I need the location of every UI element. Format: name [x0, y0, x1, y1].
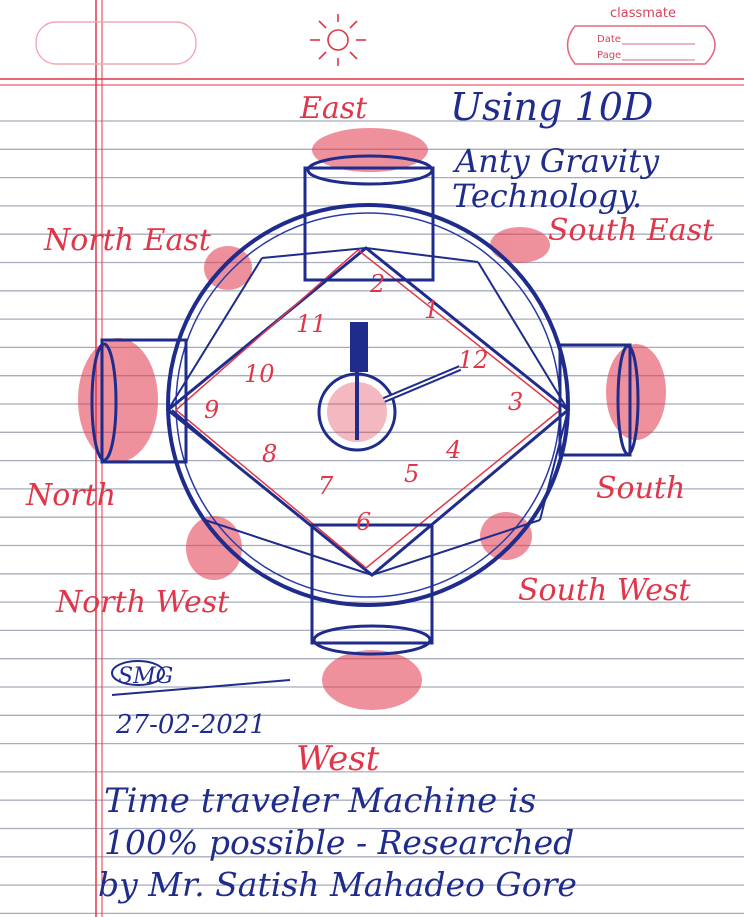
caption-line-2: 100% possible - Researched: [104, 823, 574, 862]
brand-label: classmate: [610, 6, 676, 21]
clock-number: 10: [244, 360, 275, 388]
heading-line-3: Technology.: [452, 177, 642, 215]
label-north: North: [25, 478, 116, 513]
heading: Using 10D Anty Gravity Technology.: [450, 85, 660, 215]
clock-number: 12: [458, 346, 489, 374]
label-west: West: [296, 739, 380, 779]
clock-number: 2: [369, 270, 385, 298]
caption-line-1: Time traveler Machine is: [104, 781, 536, 821]
clock-number: 5: [404, 460, 419, 488]
label-south-east: South East: [548, 213, 715, 248]
label-east: East: [299, 91, 368, 126]
label-north-east: North East: [43, 223, 212, 258]
heading-line-1: Using 10D: [450, 85, 653, 129]
signature-date: 27-02-2021: [115, 710, 266, 740]
clock-number: 6: [356, 508, 371, 536]
classmate-badge: classmate Date Page: [568, 6, 716, 64]
caption: Time traveler Machine is 100% possible -…: [98, 781, 577, 904]
signature-block: SMG 27-02-2021: [112, 661, 290, 740]
clock-number: 8: [262, 440, 277, 468]
signature-initials: SMG: [118, 664, 173, 689]
clock-number: 1: [424, 296, 439, 324]
clock-number: 4: [445, 436, 461, 464]
label-north-west: North West: [55, 585, 230, 620]
page-label: Page: [597, 50, 621, 61]
caption-line-3: by Mr. Satish Mahadeo Gore: [98, 865, 577, 904]
clock-number: 9: [204, 396, 219, 424]
clock-number: 3: [508, 388, 523, 416]
sun-icon: [310, 14, 366, 66]
label-south: South: [596, 471, 685, 506]
clock-number: 11: [296, 310, 327, 338]
label-south-west: South West: [518, 573, 691, 608]
left-badge: [36, 22, 196, 64]
heading-line-2: Anty Gravity: [452, 142, 660, 180]
clock-number: 7: [318, 472, 334, 500]
hour-hand: [350, 322, 368, 372]
date-label: Date: [597, 34, 621, 45]
